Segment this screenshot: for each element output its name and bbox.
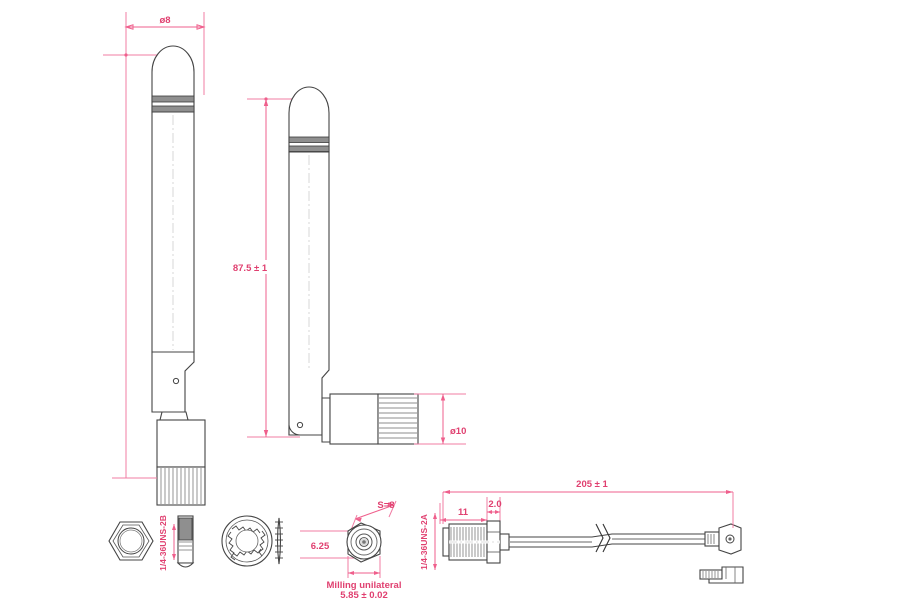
dimension-label-cable-length: 205 ± 1 (576, 479, 608, 490)
ipex-connector-view (704, 492, 742, 555)
dimension-label-tip-diameter: ø8 (159, 15, 170, 26)
dimension-label-milling: Milling unilateral (327, 580, 402, 591)
dimension-label-hex-across-flats: S=8 (377, 500, 394, 511)
sma-side-body (442, 520, 510, 564)
coax-cable-view (509, 523, 705, 553)
extension-dot-top (124, 53, 128, 57)
stud-thread-hatch (179, 541, 192, 551)
ipex-connector-side-view (699, 566, 744, 584)
dimension-label-antenna-length: 87.5 ± 1 (233, 263, 268, 274)
thread-stud-view: 1/4-36UNS-2B (158, 515, 195, 571)
cable-break-symbol (595, 523, 611, 553)
dimension-label-connector-step-length: 2.0 (488, 499, 501, 510)
dimension-milling: Milling unilateral 5.85 ± 0.02 (327, 556, 402, 600)
sma-connector-front-view: S=8 6.25 Milling unilateral 5.85 ± 0.02 (300, 500, 401, 600)
dimension-connector-body-length: 11 (439, 497, 488, 524)
lock-washer-side-teeth (275, 521, 283, 559)
straight-antenna-body (151, 45, 206, 506)
lock-washer-front-view (221, 515, 273, 567)
dimension-label-milling-value: 5.85 ± 0.02 (340, 590, 387, 600)
dimension-antenna-length: 87.5 ± 1 (228, 97, 300, 438)
dimension-hinge-diameter: ø10 (414, 393, 466, 445)
knurl-hatch-straight (160, 468, 202, 504)
dimension-label-connector-thread: 1/4-36UNS-2A (419, 514, 429, 570)
dimension-connector-thread: 1/4-36UNS-2A (419, 513, 437, 570)
hex-nut-view (108, 521, 154, 561)
dimension-connector-step-length: 2.0 (487, 497, 502, 524)
dimension-nut-thread: 1/4-36UNS-2B (158, 515, 176, 571)
bent-antenna-hinge-barrel (321, 393, 419, 445)
ipex-side-hatch (702, 571, 719, 578)
pivot-hole (172, 377, 180, 385)
knurl-hatch-bent (379, 397, 417, 439)
extension-dot-bent-top (264, 97, 268, 101)
bent-antenna-body (288, 86, 330, 436)
dimension-hex-height: 6.25 (300, 530, 356, 559)
dimension-label-hinge-diameter: ø10 (450, 426, 466, 437)
sma-connector-side-view: 1/4-36UNS-2A 11 2.0 (419, 479, 744, 584)
pivot-hole-bent (296, 421, 304, 429)
dimension-label-nut-thread: 1/4-36UNS-2B (158, 515, 168, 571)
dimension-hex-across-flats: S=8 (350, 500, 397, 531)
lock-washer-side-view (275, 517, 283, 565)
straight-antenna-view: ø8 (103, 12, 206, 506)
dimension-label-connector-body-length: 11 (458, 507, 469, 518)
bent-antenna-view: 87.5 ± 1 (228, 86, 466, 445)
dimension-label-hex-height: 6.25 (311, 541, 330, 552)
